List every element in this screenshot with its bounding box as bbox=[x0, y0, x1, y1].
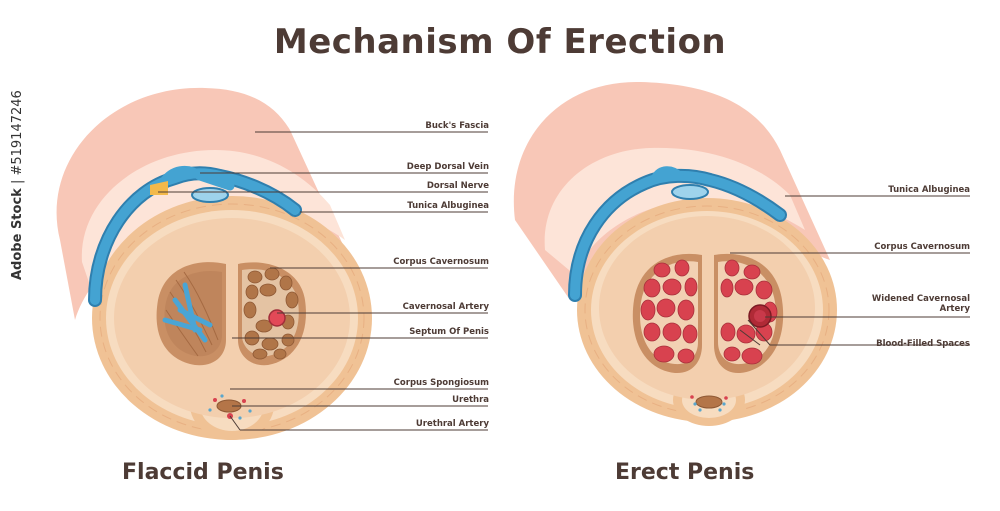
erect-blood-spaces-left bbox=[640, 259, 698, 364]
page-title: Mechanism Of Erection bbox=[273, 22, 727, 62]
label-blood-filled-spaces: Blood-Filled Spaces bbox=[876, 339, 970, 349]
label-cavernosal-artery: Cavernosal Artery bbox=[402, 302, 489, 312]
label-tunica-albuginea-left: Tunica Albuginea bbox=[407, 201, 489, 211]
label-dorsal-nerve: Dorsal Nerve bbox=[426, 181, 489, 191]
label-bucks-fascia: Buck's Fascia bbox=[425, 121, 489, 131]
erect-caption: Erect Penis bbox=[615, 460, 755, 485]
label-deep-dorsal-vein: Deep Dorsal Vein bbox=[406, 162, 489, 172]
flaccid-deep-vein-lumen bbox=[191, 187, 229, 203]
label-corpus-cavernosum-left: Corpus Cavernosum bbox=[393, 257, 489, 267]
label-tunica-albuginea-right: Tunica Albuginea bbox=[888, 185, 970, 195]
label-urethral-artery: Urethral Artery bbox=[415, 419, 489, 429]
flaccid-cavernosal-artery bbox=[268, 309, 286, 327]
flaccid-cross-section bbox=[56, 87, 372, 440]
label-septum-of-penis: Septum Of Penis bbox=[409, 327, 489, 337]
label-widened-cavernosal-artery: Widened Cavernosal Artery bbox=[871, 294, 970, 314]
flaccid-caption: Flaccid Penis bbox=[122, 460, 284, 485]
erect-cross-section bbox=[513, 81, 837, 426]
flaccid-blue-nerves bbox=[162, 282, 213, 343]
label-corpus-spongiosum: Corpus Spongiosum bbox=[393, 378, 489, 388]
flaccid-tunica bbox=[114, 218, 350, 418]
flaccid-leader-lines bbox=[158, 131, 488, 431]
watermark-side: Adobe Stock | #519147246 bbox=[10, 90, 25, 280]
erect-leader-lines bbox=[730, 195, 970, 346]
label-corpus-cavernosum-right: Corpus Cavernosum bbox=[874, 242, 970, 252]
erect-deep-vein-lumen bbox=[671, 184, 709, 200]
erect-urethra bbox=[695, 395, 723, 409]
label-urethra: Urethra bbox=[452, 395, 489, 405]
erect-shaft-band bbox=[544, 147, 805, 275]
